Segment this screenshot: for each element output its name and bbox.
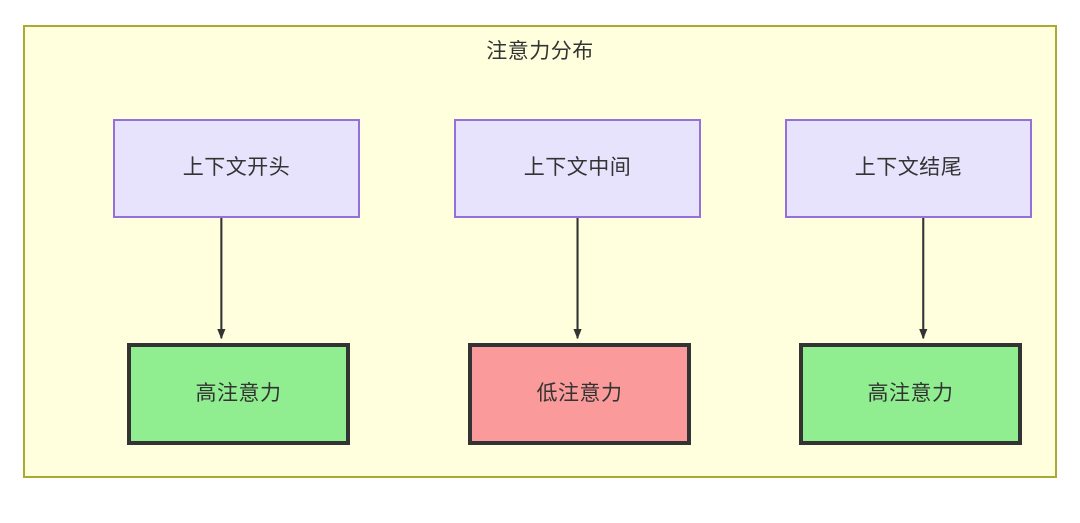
node-attention-beginning[interactable]: 高注意力 xyxy=(127,343,350,445)
node-context-end[interactable]: 上下文结尾 xyxy=(785,119,1032,218)
attention-distribution-subgraph: 注意力分布 上下文开头 上下文中间 上下文结尾 高注意力 低注意力 高注意力 xyxy=(23,25,1057,478)
edge-layer xyxy=(217,214,928,340)
diagram-canvas: 注意力分布 上下文开头 上下文中间 上下文结尾 高注意力 低注意力 高注意力 xyxy=(23,25,1057,478)
node-context-middle[interactable]: 上下文中间 xyxy=(454,119,701,218)
node-attention-middle[interactable]: 低注意力 xyxy=(468,343,691,445)
node-attention-end[interactable]: 高注意力 xyxy=(799,343,1022,445)
node-context-beginning[interactable]: 上下文开头 xyxy=(113,119,360,218)
subgraph-title: 注意力分布 xyxy=(486,40,594,63)
